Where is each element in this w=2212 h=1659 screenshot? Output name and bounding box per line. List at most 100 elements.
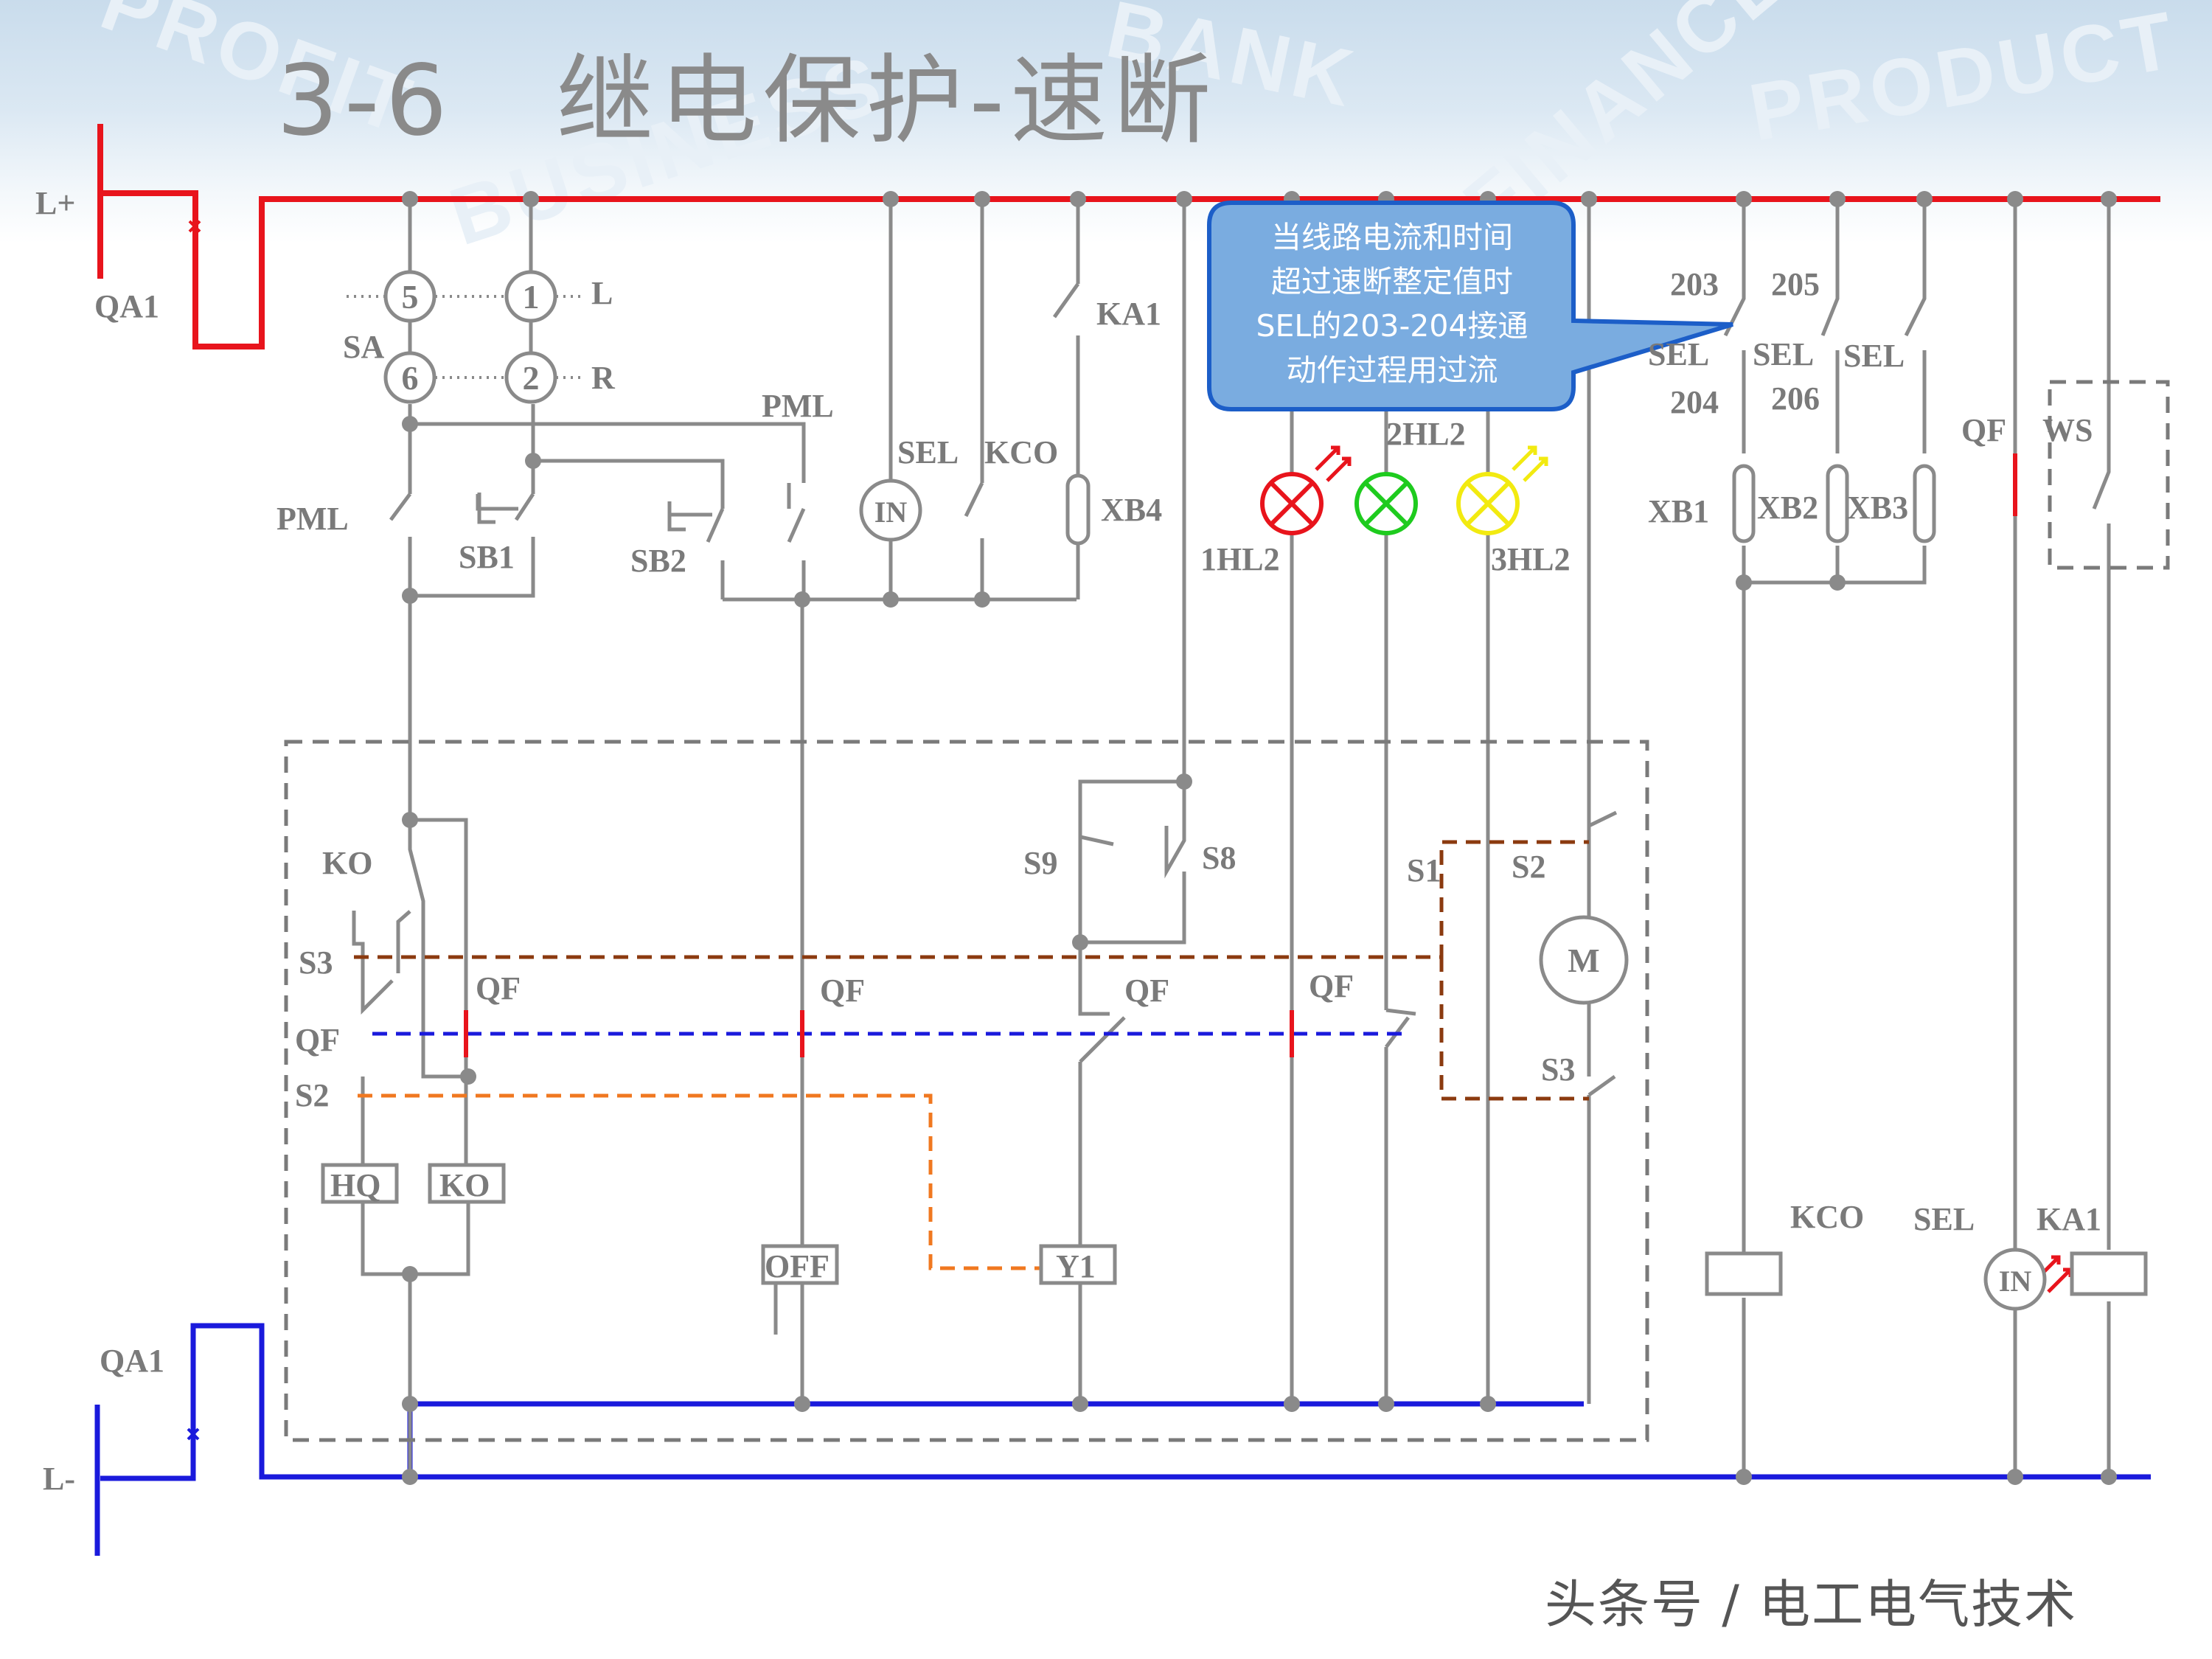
- callout-line: 超过速断整定值时: [1271, 264, 1513, 299]
- ka1-coil: [2070, 1251, 2148, 1296]
- sa-num-2: 2: [523, 359, 540, 397]
- light-arrows: [1315, 445, 2073, 1293]
- label-qa1-top: QA1: [94, 288, 159, 324]
- label-xb4: XB4: [1101, 492, 1162, 528]
- lamp-green-2hl2: [1354, 472, 1418, 535]
- motor-m: [1539, 915, 1629, 1005]
- label-xb2: XB2: [1757, 490, 1818, 526]
- label-3hl2: 3HL2: [1491, 541, 1571, 577]
- callout-line: 当线路电流和时间: [1271, 220, 1513, 255]
- label-qf-c: QF: [1124, 973, 1169, 1009]
- sa-contact-1: [504, 270, 557, 323]
- label-s1: S1: [1407, 852, 1441, 888]
- xb1-link: [1732, 464, 1756, 543]
- off-coil: [761, 1244, 839, 1285]
- pushbutton-marks: [477, 493, 686, 532]
- label-qf-d: QF: [1309, 968, 1354, 1004]
- hq-coil: [321, 1163, 399, 1204]
- sa-num-6: 6: [402, 359, 419, 397]
- label-xb3: XB3: [1847, 490, 1908, 526]
- label-sa: SA: [343, 329, 384, 365]
- label-ka1-top: KA1: [1096, 296, 1161, 332]
- label-off: OFF: [765, 1248, 830, 1284]
- sa-dotted-links: [347, 295, 582, 379]
- label-kco-mid: KCO: [984, 434, 1058, 470]
- y1-coil: [1039, 1244, 1117, 1285]
- sa-num-1: 1: [523, 278, 540, 316]
- label-s9: S9: [1023, 845, 1057, 881]
- junction-dots: [402, 191, 2117, 1485]
- label-ws: WS: [2042, 412, 2093, 448]
- sa-contact-6: [383, 351, 437, 404]
- label-ka1-coil: KA1: [2037, 1201, 2101, 1237]
- label-sb2: SB2: [630, 543, 686, 579]
- ws-box: [2048, 380, 2170, 570]
- label-s3-left: S3: [299, 945, 333, 981]
- in-meter-top: [859, 479, 922, 542]
- label-qf-left: QF: [295, 1022, 340, 1058]
- selector-switch-sa: [383, 270, 557, 404]
- sa-contact-5: [383, 270, 437, 323]
- label-ko-box: KO: [439, 1167, 490, 1203]
- label-s2-left: S2: [295, 1077, 329, 1113]
- callout-line: 动作过程用过流: [1286, 352, 1498, 388]
- label-xb1: XB1: [1648, 493, 1709, 529]
- label-y1: Y1: [1056, 1248, 1096, 1284]
- label-205: 205: [1771, 266, 1820, 302]
- callout-line: SEL的203-204接通: [1256, 308, 1528, 344]
- callout-bubble: [1207, 201, 1733, 411]
- label-204: 204: [1670, 384, 1719, 420]
- xb3-link: [1913, 464, 1936, 543]
- label-sa-r: R: [591, 360, 616, 396]
- label-s8: S8: [1202, 840, 1236, 876]
- label-2hl2: 2HL2: [1386, 416, 1466, 452]
- label-qf-a: QF: [476, 970, 521, 1006]
- xb4-link: [1065, 473, 1091, 546]
- label-sel-b: SEL: [1753, 336, 1814, 372]
- footer-source: 头条号 / 电工电气技术: [1545, 1574, 2078, 1635]
- label-l-plus: L+: [35, 185, 75, 221]
- motor-label: M: [1568, 942, 1599, 979]
- in-meter-bottom: [1983, 1248, 2047, 1311]
- label-ko: KO: [322, 845, 372, 881]
- page-title: 3-6 继电保护-速断: [276, 44, 1217, 158]
- xb-links: [1065, 464, 1936, 546]
- sa-contact-2: [504, 351, 557, 404]
- label-pml-top: PML: [762, 388, 834, 424]
- signal-lamps: [1260, 472, 1520, 535]
- label-qa1-bottom: QA1: [100, 1343, 164, 1379]
- in-top-label: IN: [874, 495, 908, 529]
- breaker-marks: [187, 220, 201, 1441]
- label-sb1: SB1: [459, 539, 515, 575]
- breaker-mechanism-box: [284, 740, 1649, 1442]
- label-sel-c: SEL: [1843, 338, 1905, 374]
- callout-text: 当线路电流和时间 超过速断整定值时 SEL的203-204接通 动作过程用过流: [1215, 215, 1569, 392]
- positive-bus: [97, 124, 2160, 349]
- lamp-red-1hl2: [1260, 472, 1324, 535]
- kco-coil: [1705, 1251, 1783, 1296]
- mechanical-links: [354, 840, 1589, 1270]
- label-sel-coil: SEL: [1913, 1201, 1975, 1237]
- lamp-yellow-3hl2: [1456, 472, 1520, 535]
- diagram-labels: L+ QA1 L- QA1 SA L R PML SB1 SB2 PML SEL…: [35, 185, 2101, 1497]
- label-l-minus: L-: [43, 1461, 75, 1497]
- label-qf-right: QF: [1961, 412, 2006, 448]
- sa-num-5: 5: [402, 278, 419, 316]
- label-sel-a: SEL: [1648, 336, 1709, 372]
- label-qf-b: QF: [820, 973, 865, 1009]
- label-1hl2: 1HL2: [1200, 541, 1280, 577]
- label-sa-l: L: [591, 275, 613, 311]
- control-wiring: [352, 199, 2111, 1477]
- in-bottom-label: IN: [1999, 1265, 2032, 1298]
- circle-labels: 5 1 6 2 IN M IN: [402, 278, 2032, 1298]
- label-kco-coil: KCO: [1790, 1199, 1864, 1235]
- label-sel-mid: SEL: [897, 434, 959, 470]
- label-hq: HQ: [330, 1167, 380, 1203]
- label-206: 206: [1771, 380, 1820, 417]
- label-s2-right: S2: [1512, 849, 1545, 885]
- qf-aux-marks: [464, 453, 2017, 1057]
- ko-coil: [428, 1163, 506, 1204]
- label-s3-right: S3: [1541, 1051, 1575, 1088]
- coils: [321, 1163, 2148, 1311]
